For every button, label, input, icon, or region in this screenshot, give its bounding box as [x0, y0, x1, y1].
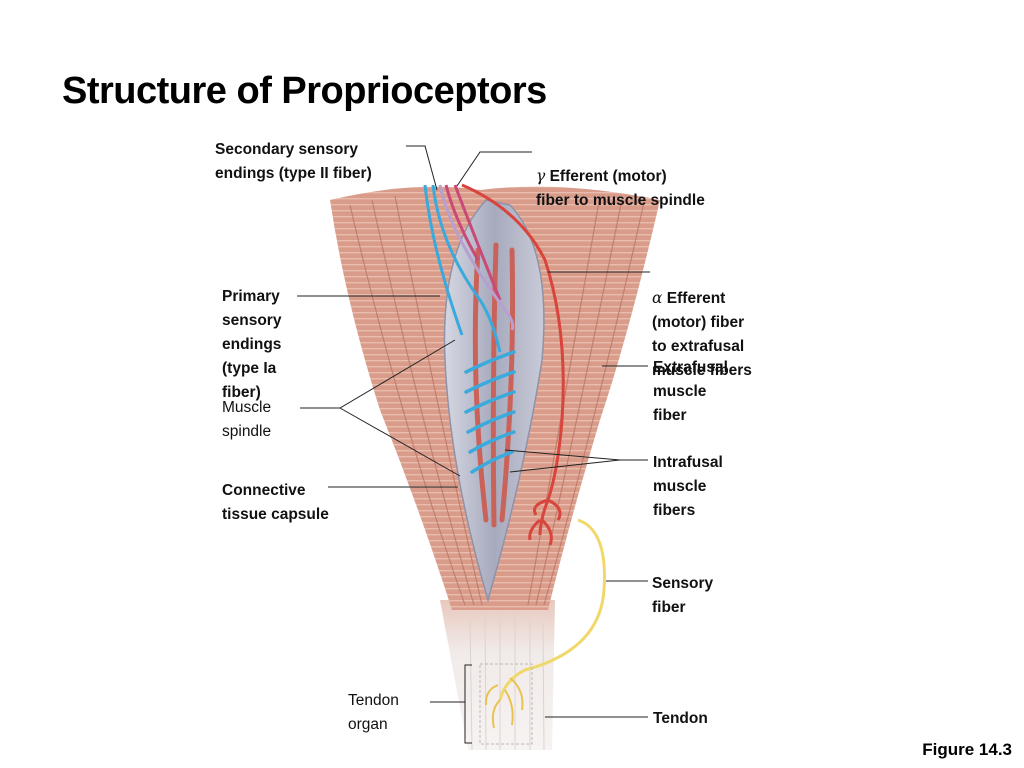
slide-title: Structure of Proprioceptors: [62, 70, 547, 112]
label-connective-tissue-capsule: Connective tissue capsule: [222, 482, 329, 523]
label-alpha-efferent: α Efferent (motor) fiber to extrafusal m…: [652, 262, 752, 383]
label-secondary-sensory-endings: Secondary sensory endings (type II fiber…: [215, 141, 372, 182]
alpha-efferent-fiber: [461, 183, 565, 536]
label-intrafusal-muscle-fibers: Intrafusal muscle fibers: [653, 454, 723, 519]
tendon-organ-capsule: [479, 663, 533, 745]
sensory-nerve-fibers: [423, 184, 502, 353]
alpha-symbol: α: [652, 289, 663, 307]
label-muscle-spindle: Muscle spindle: [222, 399, 272, 440]
intrafusal-fibers: [472, 242, 516, 528]
secondary-fiber-purple: [438, 184, 515, 331]
gamma-efferent-fibers: [444, 184, 502, 301]
gamma-symbol: γ: [536, 167, 546, 185]
leader-lines: [297, 145, 650, 744]
label-sensory-fiber: Sensory fiber: [652, 575, 714, 616]
tendon-shape: [440, 600, 555, 750]
primary-sensory-coils: [464, 350, 516, 474]
gamma-efferent-text: Efferent (motor) fiber to muscle spindle: [536, 168, 705, 209]
label-tendon: Tendon: [653, 710, 708, 727]
alpha-motor-endplates: [528, 498, 562, 546]
label-primary-sensory-endings: Primary sensory endings (type Ia fiber): [222, 288, 282, 401]
label-gamma-efferent: γ Efferent (motor) fiber to muscle spind…: [536, 140, 705, 213]
label-extrafusal-muscle-fiber: Extrafusal muscle fiber: [653, 359, 728, 424]
tendon-organ-endings: [484, 677, 524, 729]
alpha-efferent-text: Efferent (motor) fiber to extrafusal mus…: [652, 290, 752, 379]
label-tendon-organ: Tendon organ: [348, 692, 399, 733]
figure-number: Figure 14.3: [922, 740, 1012, 759]
